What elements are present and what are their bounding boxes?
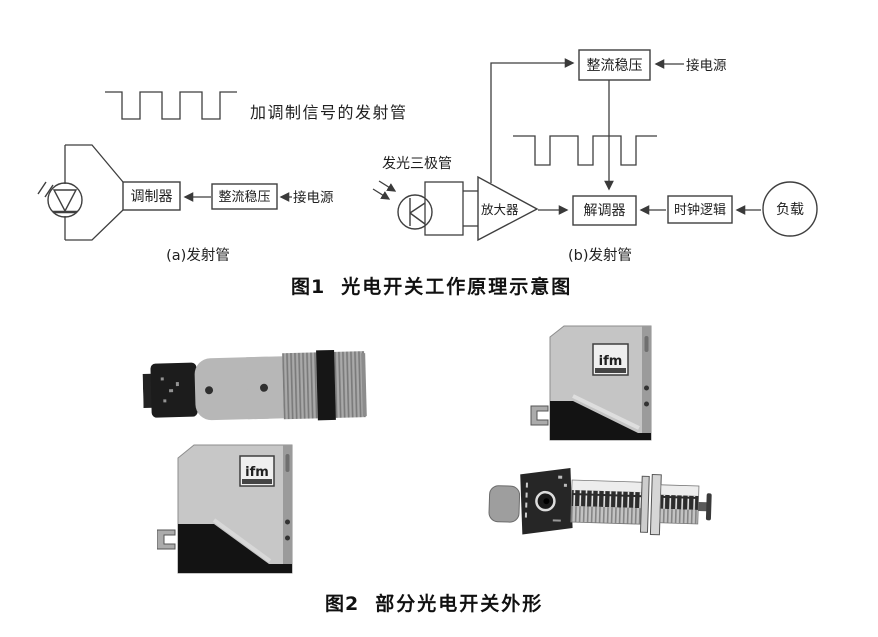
demodulator-box: [572, 195, 637, 226]
ifm-logo-text-small: ifm: [599, 354, 623, 369]
light-rays-out: [37, 181, 54, 198]
figure2-caption: 图2 部分光电开关外形: [325, 589, 543, 616]
mounting-nut-ring: [316, 349, 336, 421]
regulator-box-a: [211, 183, 278, 210]
sensor-connector-cap: [150, 362, 198, 418]
connector-stub-small: [530, 405, 549, 426]
phototransistor-symbol: [397, 194, 433, 230]
barrel-end-edge: [361, 353, 367, 417]
barrel-section-2: [659, 484, 700, 525]
light-rays-in: [372, 180, 397, 200]
cube-side-strip-large: [283, 445, 292, 573]
waveform-label: 加调制信号的发射管: [250, 103, 408, 122]
cube-chamfer-highlight-small: [572, 394, 640, 430]
sensor-label: 发光三极管: [382, 156, 452, 172]
ifm-logo-small: ifm: [592, 343, 629, 376]
figure1-caption: 图1 光电开关工作原理示意图: [291, 272, 572, 299]
ifm-logo-bar-small: [595, 368, 626, 373]
body-dot-1: [205, 386, 214, 395]
figure1-caption-title: 光电开关工作原理示意图: [341, 276, 573, 298]
amplifier-label: 放大器: [481, 202, 519, 217]
sensor-bracket: [424, 181, 478, 236]
flange-ring-2: [649, 474, 662, 536]
receiver-diagram: 整流稳压 接电源 发光三极管 放大: [372, 49, 818, 264]
demodulator-label: 解调器: [584, 203, 626, 219]
sensor-end-cap: [488, 485, 521, 523]
ifm-logo-large: ifm: [239, 455, 275, 487]
sensor-cable-nub: [142, 373, 154, 408]
power-label-b: 接电源: [686, 57, 727, 74]
modulator-box: [122, 181, 181, 211]
figure2-caption-number: 图2: [325, 593, 360, 615]
transmitter-diagram: 加调制信号的发射管 调制器 整流稳压 接电源 (a)发射管: [37, 91, 408, 264]
power-label-a: 接电源: [293, 189, 334, 206]
supply-line-amp-to-regulator: [490, 58, 575, 183]
flange-ring-1: [639, 475, 650, 533]
emitter-horn: [64, 144, 124, 241]
connector-stub-large: [157, 529, 176, 550]
cube-chamfer-highlight-large: [212, 518, 272, 563]
photo-cube-sensor-small: ifm: [530, 325, 652, 441]
modulated-waveform-a: [105, 91, 237, 120]
modulated-waveform-b: [513, 135, 657, 166]
label-markings: [524, 475, 567, 522]
regulator-box-b: [578, 49, 651, 81]
caption-b: (b)发射管: [568, 247, 632, 264]
load-circle: [762, 181, 818, 237]
figure2-caption-title: 部分光电开关外形: [375, 593, 544, 615]
regulator-label-a: 整流稳压: [218, 189, 270, 205]
side-dot-small-1: [644, 385, 649, 391]
clock-logic-label: 时钟逻辑: [674, 202, 726, 218]
rear-disc: [705, 493, 712, 521]
side-slot-small: [644, 336, 649, 352]
photo-threaded-sensor: [488, 467, 712, 536]
load-label: 负载: [776, 202, 804, 218]
ifm-logo-text-large: ifm: [245, 465, 269, 480]
figure1-schematic: 加调制信号的发射管 调制器 整流稳压 接电源 (a)发射管 整流: [37, 49, 818, 264]
caption-a: (a)发射管: [166, 247, 230, 264]
figure1-caption-number: 图1: [291, 276, 326, 298]
regulator-label-b: 整流稳压: [587, 58, 643, 74]
rear-stem: [698, 501, 708, 512]
side-dot-large-1: [285, 519, 290, 525]
cube-black-base-large: [178, 524, 292, 573]
side-dot-large-2: [285, 535, 290, 541]
body-dot-2: [260, 383, 269, 392]
led-emitter-symbol: [47, 182, 83, 218]
amplifier-triangle: [477, 175, 539, 242]
side-slot-large: [285, 454, 290, 472]
barrel-section-1: [570, 479, 643, 525]
photo-cylindrical-sensor: [142, 349, 367, 421]
side-dot-small-2: [644, 401, 649, 407]
cube-black-base-small: [550, 401, 651, 440]
ifm-logo-bar-large: [242, 479, 272, 484]
photo-cube-sensor-large: ifm: [157, 444, 293, 574]
modulator-label: 调制器: [131, 189, 173, 205]
connector-markings: [160, 377, 179, 403]
clock-logic-box: [667, 195, 733, 224]
cube-side-strip-small: [642, 326, 651, 440]
